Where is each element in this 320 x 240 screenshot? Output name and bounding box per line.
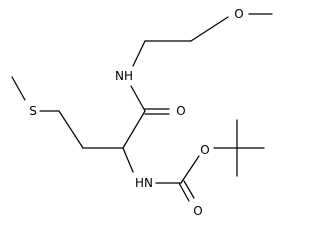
bond-carbamate-c-oester xyxy=(180,155,200,184)
atom-carbamate-o-ester: O xyxy=(200,143,209,157)
bond-cbeta-cgamma xyxy=(58,110,84,149)
bond-o-ch2-methoxy xyxy=(190,16,229,42)
bond-ch2-nh xyxy=(132,40,146,67)
structure-diagram: O NH S O O HN O xyxy=(11,7,273,218)
bond-carbonyl-alpha xyxy=(122,110,146,149)
atom-methoxy-o: O xyxy=(234,7,243,21)
atom-carbamate-o-carbonyl: O xyxy=(193,204,202,218)
bond-nh-carbonyl xyxy=(130,85,146,112)
atom-thioether-s: S xyxy=(29,104,37,118)
molecule-svg: O NH S O O HN O xyxy=(11,7,273,218)
bond-carbamate-o-1 xyxy=(178,182,190,202)
bond-alpha-nh xyxy=(122,147,134,173)
atom-carbamate-nh: HN xyxy=(135,176,153,190)
atom-amide-nh: NH xyxy=(115,69,133,83)
atom-amide-o: O xyxy=(176,104,185,118)
bond-s-ch3 xyxy=(11,76,26,101)
bond-carbamate-o-2 xyxy=(183,180,195,199)
